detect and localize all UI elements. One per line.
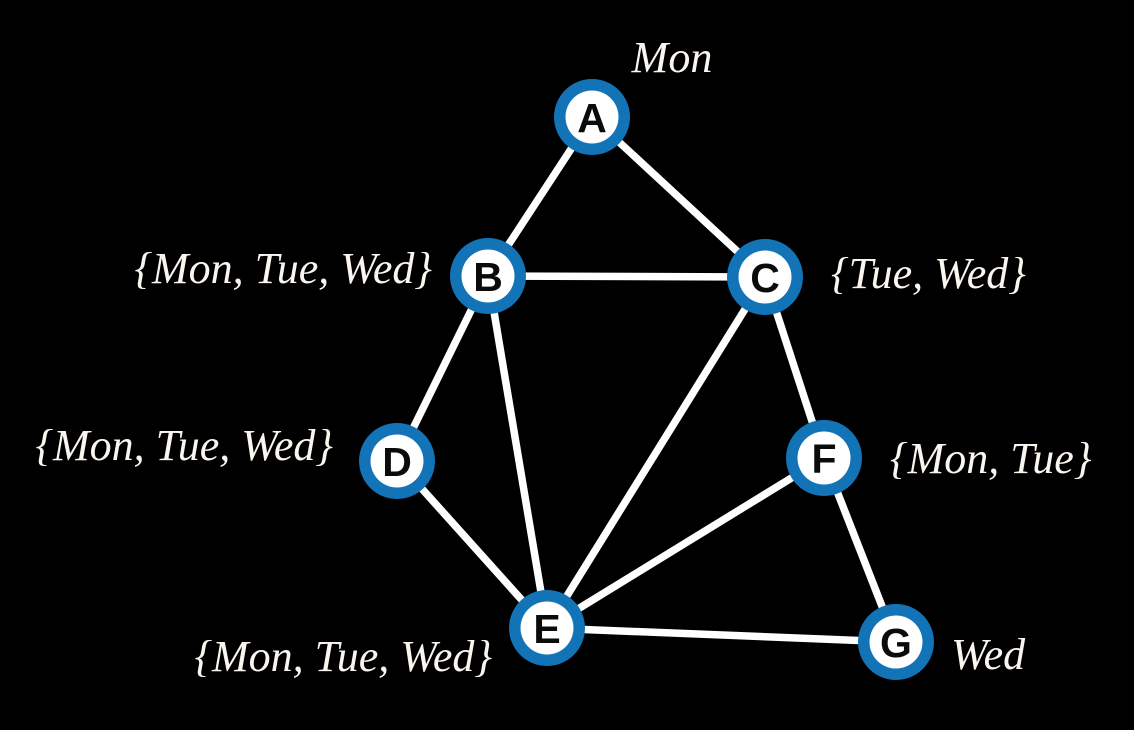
node-D: D xyxy=(359,423,435,499)
node-C: C xyxy=(727,239,803,315)
domain-label-G: Wed xyxy=(951,630,1026,679)
node-letter-C: C xyxy=(750,255,780,301)
node-letter-E: E xyxy=(533,606,560,652)
node-F: F xyxy=(786,420,862,496)
edge-B-E xyxy=(484,272,551,632)
node-G: G xyxy=(858,604,934,680)
node-disc-C xyxy=(738,250,792,304)
domain-label-C: {Tue, Wed} xyxy=(831,249,1026,298)
edge-E-G xyxy=(543,624,900,646)
node-letter-F: F xyxy=(811,436,836,482)
node-disc-B xyxy=(461,249,515,303)
node-disc-A xyxy=(565,90,619,144)
node-letter-D: D xyxy=(382,439,412,485)
edge-C-E xyxy=(543,273,769,632)
edge-E-F xyxy=(543,454,828,632)
node-E: E xyxy=(509,590,585,666)
node-disc-D xyxy=(370,434,424,488)
node-letter-B: B xyxy=(473,254,503,300)
node-disc-F xyxy=(797,431,851,485)
node-disc-G xyxy=(869,615,923,669)
node-letter-G: G xyxy=(880,620,912,666)
domain-label-D: {Mon, Tue, Wed} xyxy=(35,421,333,470)
node-disc-E xyxy=(520,601,574,655)
edge-B-C xyxy=(484,272,769,281)
node-A: A xyxy=(554,79,630,155)
node-letter-A: A xyxy=(577,95,607,141)
domain-label-E: {Mon, Tue, Wed} xyxy=(194,632,492,681)
node-B: B xyxy=(450,238,526,314)
domain-label-A: Mon xyxy=(631,33,713,82)
domain-label-F: {Mon, Tue} xyxy=(890,434,1092,483)
edge-A-C xyxy=(588,113,769,281)
domain-label-B: {Mon, Tue, Wed} xyxy=(134,244,432,293)
